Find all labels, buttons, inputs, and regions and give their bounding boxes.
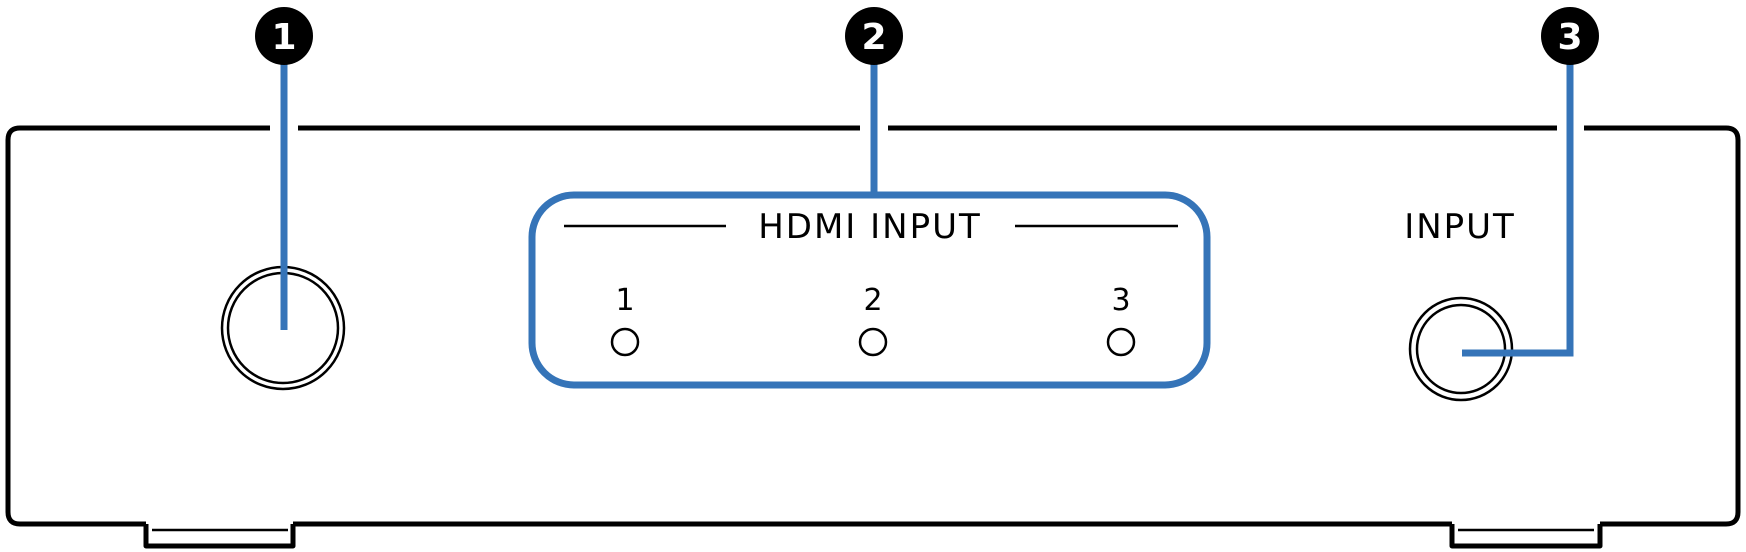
callout-line-3 (1462, 58, 1574, 357)
badge-circle (845, 7, 903, 65)
foot-right (1449, 523, 1603, 549)
input-button[interactable]: INPUT (1404, 207, 1516, 402)
callout-badge-3: 3 (1541, 7, 1599, 65)
indicator-3: 3 (1106, 283, 1136, 357)
badge-circle (255, 7, 313, 65)
badge-number: 1 (271, 17, 296, 58)
badge-circle (1541, 7, 1599, 65)
input-button-outer-ring (1408, 296, 1514, 402)
device-body (5, 125, 1741, 527)
input-button-inner-ring (1415, 303, 1507, 395)
indicator-label: 3 (1111, 283, 1130, 318)
callout-lines (280, 58, 1574, 357)
callout-badge-2: 2 (845, 7, 903, 65)
indicator-led (610, 327, 640, 357)
indicator-2: 2 (858, 283, 888, 357)
badge-number: 3 (1557, 17, 1582, 58)
indicator-led (1106, 327, 1136, 357)
indicator-1: 1 (610, 283, 640, 357)
device-feet (143, 523, 1603, 549)
hdmi-input-panel: HDMI INPUT 1 2 3 (528, 191, 1211, 389)
body-left-side (5, 125, 146, 527)
foot-left (143, 524, 296, 549)
panel-title: HDMI INPUT (758, 207, 982, 247)
panel-frame (528, 191, 1211, 389)
indicator-label: 1 (615, 283, 634, 318)
input-button-label: INPUT (1404, 207, 1516, 247)
badge-number: 2 (861, 17, 886, 58)
indicator-led (858, 327, 888, 357)
callout-badge-1: 1 (255, 7, 313, 65)
indicator-label: 2 (863, 283, 882, 318)
body-right-side (1600, 125, 1741, 527)
